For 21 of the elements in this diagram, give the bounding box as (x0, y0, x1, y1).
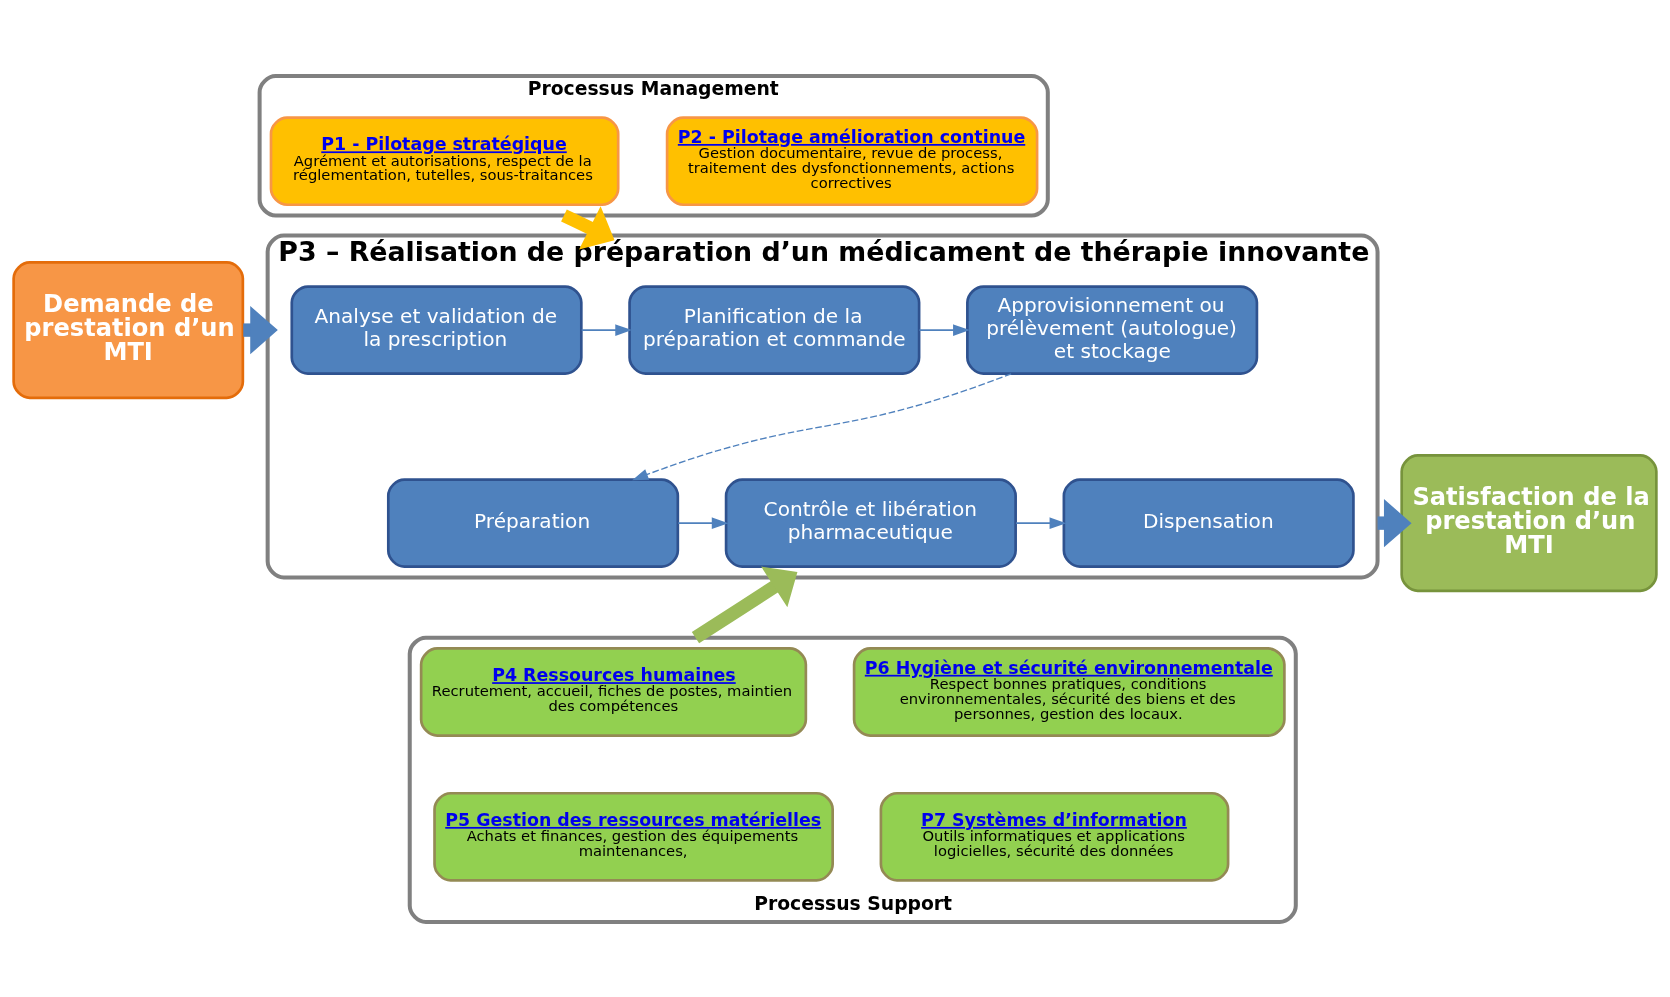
node-box: P5 Gestion des ressources matérielles Achats et finances, gestion des équipements maintenances, (433, 791, 834, 882)
node-box: Dispensation (1062, 477, 1355, 568)
node-box: Planification de la préparation et commande (628, 284, 921, 375)
arrow (1015, 516, 1067, 529)
node-box: Analyse et validation de la prescription (290, 284, 583, 375)
arrow (632, 372, 1012, 480)
arrow (677, 516, 729, 529)
arrow (580, 323, 632, 336)
node-box: P1 - Pilotage stratégique Agrément et autorisations, respect de la réglementation, tutelles, sous-traitances (269, 115, 620, 206)
node-box: Approvisionnement ou prélèvement (autologue) et stockage (966, 284, 1259, 375)
node-box: P2 - Pilotage amélioration continue Gestion documentaire, revue de process, traitement des dysfonctionnements, actions correctives (665, 115, 1039, 206)
node-box: P4 Ressources humaines Recrutement, accueil, fiches de postes, maintien des compétences (419, 646, 808, 737)
node-box: P6 Hygiène et sécurité environnementale Respect bonnes pratiques, conditions environnementales, sécurité des biens et des personnes, gestion des locaux. (852, 646, 1286, 737)
node-box: P7 Systèmes d’information Outils informatiques et applications logicielles, sécurité des données (879, 791, 1230, 882)
node-box: Contrôle et libération pharmaceutique (724, 477, 1017, 568)
arrow (918, 323, 970, 336)
arrow (561, 205, 615, 249)
arrow (691, 566, 798, 643)
node-box: Préparation (386, 477, 680, 568)
node-box: Satisfaction de la prestation d’un MTI (1400, 453, 1658, 592)
node-box: Demande de prestation d’un MTI (12, 260, 245, 399)
